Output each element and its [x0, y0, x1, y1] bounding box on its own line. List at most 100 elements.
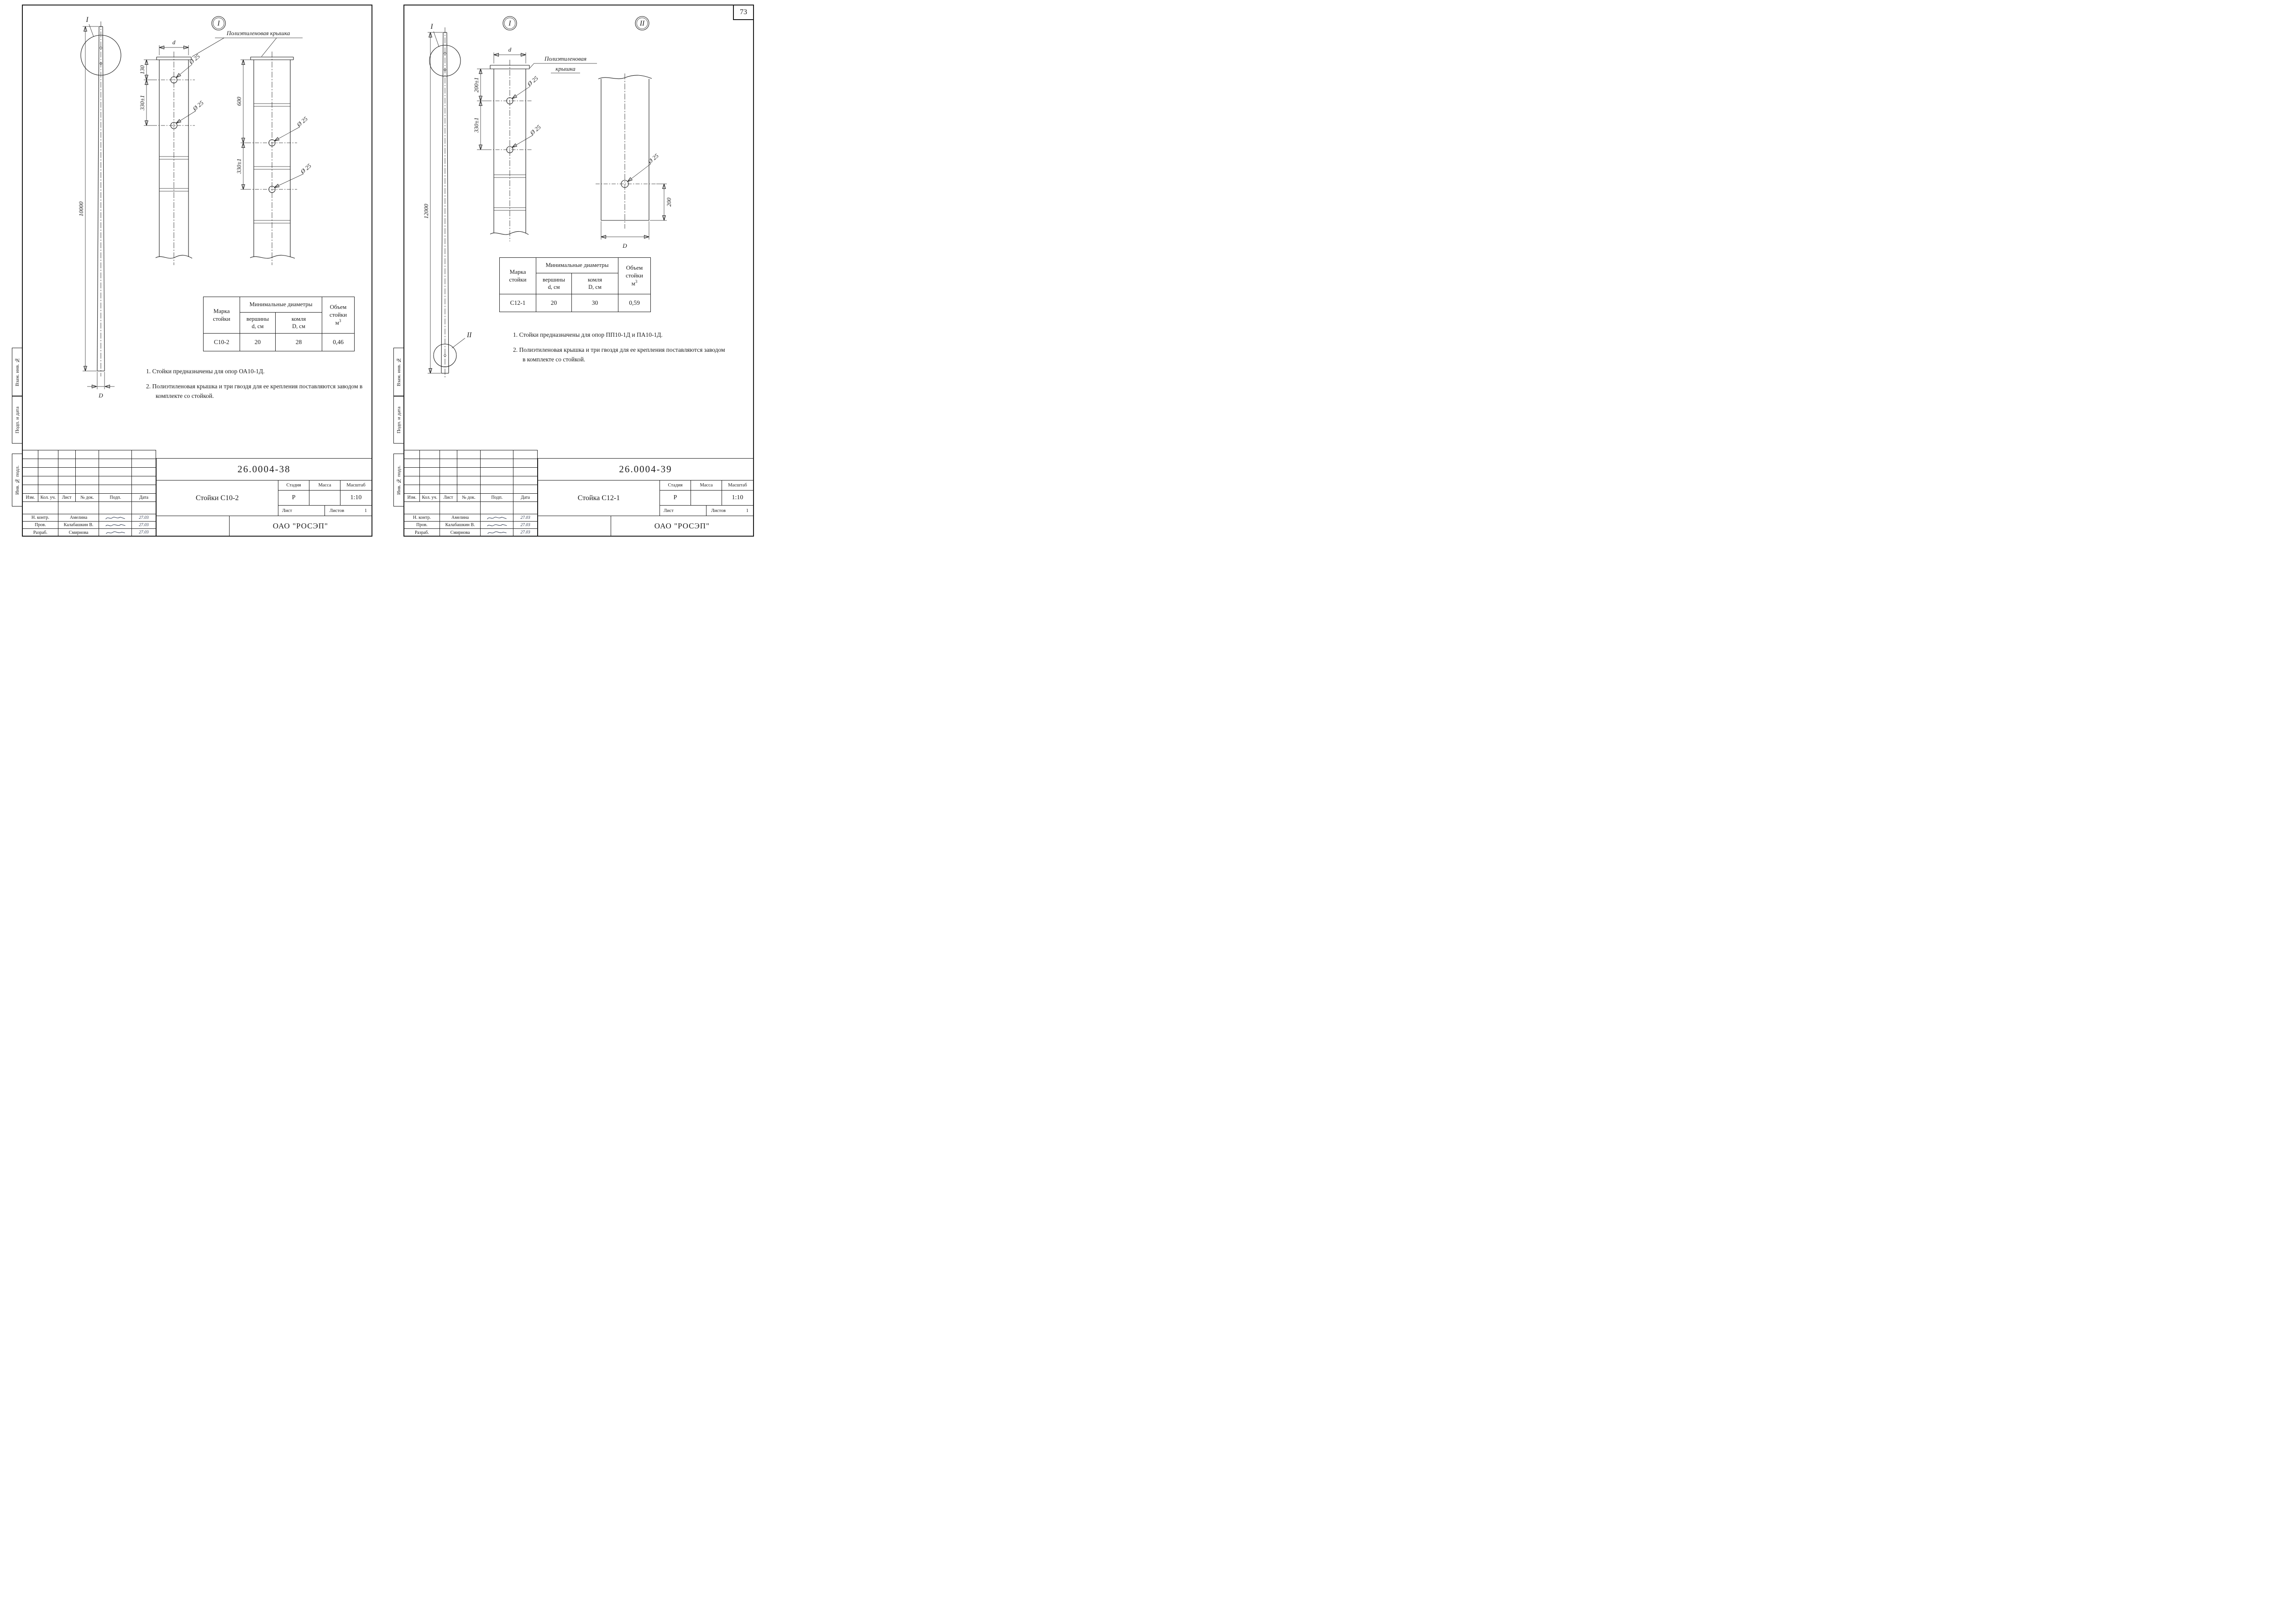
signer-row: Н. контр.Амелина 27.03	[404, 514, 537, 522]
mass-value	[691, 490, 722, 506]
butt-view	[596, 73, 656, 229]
detail-marker-label: I	[85, 16, 89, 24]
dim-330: 330±1	[473, 117, 480, 133]
signer-row: Пров.Калабашкин В. 27.03	[23, 522, 156, 529]
cap-leaders	[192, 37, 303, 57]
dim-200-value: 200	[665, 198, 672, 207]
side-label-box: Инв. № подл.	[393, 454, 404, 507]
hole-dia-label: Ø 25	[295, 115, 309, 128]
revision-row	[404, 485, 537, 494]
drawing-sheet-2: Взам. инв. № Подп. и дата Инв. № подл. 7…	[393, 5, 754, 537]
view2-marker: II	[639, 20, 645, 27]
side-label-box: Взам. инв. №	[393, 348, 404, 396]
revision-row	[404, 476, 537, 485]
stage-value: Р	[278, 490, 309, 506]
hole-leaders-view1	[176, 64, 196, 123]
length-value: 12000	[423, 204, 429, 219]
signature	[487, 531, 507, 534]
dim-330: 330±1	[236, 158, 242, 174]
side-label: Инв. № подл.	[14, 465, 20, 495]
hole-dia-label: Ø 25	[191, 99, 205, 112]
spec-value-volume: 0,59	[629, 299, 640, 306]
revision-row	[23, 450, 156, 459]
butt-diameter-dim	[601, 221, 649, 240]
stamp-empty-cell	[157, 516, 230, 536]
spec-value-volume: 0,46	[333, 338, 344, 345]
hole-dia-label: Ø 25	[188, 52, 201, 66]
top-view-2	[247, 52, 297, 265]
view2-dimensions	[241, 59, 253, 190]
dim-600: 600	[236, 97, 242, 106]
signature	[487, 517, 507, 519]
side-label: Взам. инв. №	[396, 357, 402, 386]
side-label-box: Подп. и дата	[12, 396, 22, 444]
revision-row	[23, 459, 156, 468]
d-dimension	[159, 45, 189, 55]
hole-leader-butt	[628, 163, 651, 182]
dim-130: 130	[139, 65, 146, 74]
detail-marker-bottom: II	[466, 331, 472, 339]
view1-marker: I	[508, 20, 511, 27]
pole-drawing-c12-1: I II 12000 I II	[423, 16, 672, 379]
view1-marker: I	[217, 20, 220, 27]
notes: 1. Стойки предназначены для опор ОА10-1Д…	[146, 367, 364, 407]
pole-drawing-c10-2: I 10000 D	[78, 16, 313, 399]
cap-label-line1: Полиэтиленовая	[544, 55, 586, 62]
drawing-title: Стойки С10-2	[157, 480, 278, 516]
stamp-empty-cell	[538, 516, 611, 536]
revision-row	[23, 485, 156, 494]
doc-number: 26.0004-38	[157, 459, 372, 480]
view1-marker-circle	[502, 16, 517, 31]
side-label: Инв. № подл.	[396, 465, 402, 495]
stamp-values: Р 1:10	[660, 490, 753, 506]
signature	[105, 531, 125, 534]
d-dimension	[493, 52, 526, 63]
spec-value-top: 20	[536, 294, 572, 312]
stamp-headers: Стадия Масса Масштаб	[278, 480, 372, 491]
page-number: 73	[733, 5, 753, 20]
spec-header-diameters: Минимальные диаметры	[536, 258, 618, 273]
revision-row	[23, 476, 156, 485]
drawing-frame: 73	[403, 5, 754, 537]
length-dimension	[428, 32, 443, 374]
signer-row: Разраб.Смирнова 27.03	[23, 529, 156, 536]
dim-200: 200±1	[473, 77, 480, 92]
signer-row: Н. контр.Амелина 27.03	[23, 514, 156, 522]
mass-value	[309, 490, 340, 506]
notes: 1. Стойки предназначены для опор ПП10-1Д…	[513, 330, 728, 370]
hole-dia-label: Ø 25	[299, 162, 313, 175]
title-block: 26.0004-38 Стойки С10-2 Стадия Масса Мас…	[156, 458, 372, 536]
note-1: 1. Стойки предназначены для опор ПП10-1Д…	[513, 331, 663, 338]
spec-value-butt: 30	[572, 294, 618, 312]
signature	[105, 524, 126, 526]
hole-spacing-dimensions	[477, 68, 493, 150]
hole-dia-label: Ø 25	[646, 152, 660, 165]
side-label: Подп. и дата	[396, 406, 402, 433]
sheets-count: 1	[746, 508, 748, 513]
signer-row: Пров.Калабашкин В. 27.03	[404, 522, 537, 529]
d-dim-label: d	[508, 46, 512, 53]
stamp-values: Р 1:10	[278, 490, 372, 506]
drawing-frame: I 10000 D	[22, 5, 372, 537]
signer-row: Разраб.Смирнова 27.03	[404, 529, 537, 536]
hole-dia-label: Ø 25	[526, 74, 539, 88]
cap-label: Полиэтиленовая крышка	[226, 30, 290, 37]
sheets-count: 1	[364, 508, 367, 513]
cap-label-line2: крышка	[555, 65, 576, 72]
note-1: 1. Стойки предназначены для опор ОА10-1Д…	[146, 368, 265, 375]
signer-row-empty	[404, 502, 537, 514]
side-label-box: Взам. инв. №	[12, 348, 22, 396]
butt-dim-label: D	[622, 242, 627, 249]
scanned-drawing-page: Взам. инв. № Подп. и дата Инв. № подл.	[0, 0, 763, 541]
